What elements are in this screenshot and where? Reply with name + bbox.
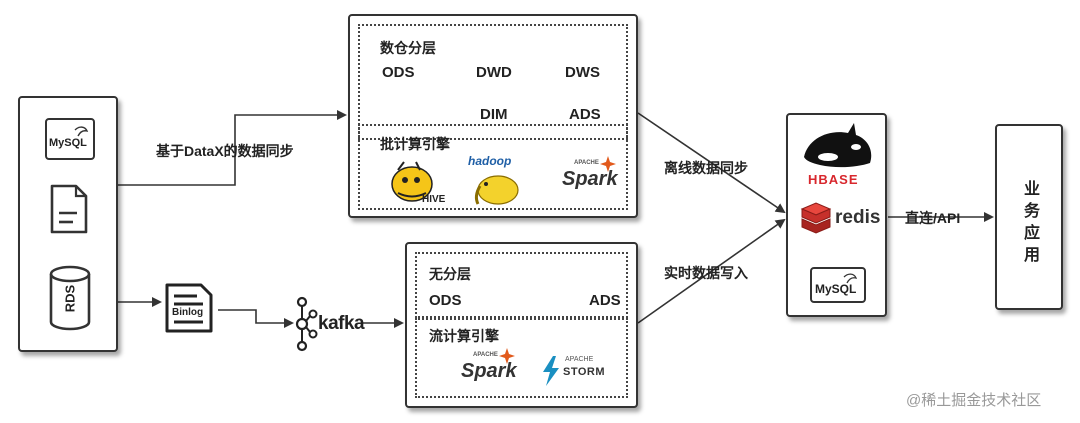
spark-label-stream: Spark — [461, 360, 517, 382]
spark-logo-stream: APACHE Spark — [459, 348, 519, 392]
edge-offline-storage — [637, 112, 786, 214]
mysql-logo-text: MySQL — [49, 137, 87, 149]
spark-logo-batch: APACHE Spark — [560, 156, 620, 200]
spark-apache-label-stream: APACHE — [473, 352, 498, 358]
storage-box: HBASE redis MySQL — [786, 113, 887, 317]
kafka-label: kafka — [318, 313, 365, 334]
spark-star-icon — [499, 348, 515, 364]
offline-layer-title: 数仓分层 — [380, 40, 436, 56]
offline-engine-panel: 批计算引擎 HIVE hadoop APACHE Spark — [358, 124, 628, 210]
hadoop-logo: hadoop — [466, 154, 526, 208]
hadoop-elephant-icon — [474, 175, 519, 205]
storm-logo: APACHE STORM — [541, 352, 621, 392]
app-box: 业务应用 — [995, 124, 1063, 310]
edge-binlog-kafka — [218, 309, 294, 328]
rds-label: RDS — [62, 284, 78, 313]
mysql-logo: MySQL — [45, 118, 95, 160]
realtime-layer-title: 无分层 — [429, 266, 471, 282]
storm-lightning-icon — [543, 356, 559, 386]
file-icon — [49, 183, 89, 235]
rt-node-ods: ODS — [429, 292, 462, 309]
kafka-logo: kafka — [294, 294, 365, 354]
rds-database-icon: RDS — [48, 265, 92, 331]
watermark: @稀土掘金技术社区 — [906, 392, 1042, 409]
binlog-label: Binlog — [172, 307, 204, 318]
offline-layer-panel: 数仓分层 ODS DWD DWS DIM ADS — [358, 24, 628, 140]
edge-label-direct-api: 直连/API — [905, 210, 961, 226]
orca-icon — [804, 123, 872, 168]
mysql-storage-text: MySQL — [815, 282, 857, 296]
edge-label-realtime-write: 实时数据写入 — [664, 265, 748, 281]
hive-bee-icon — [391, 161, 433, 202]
node-dws: DWS — [565, 64, 600, 81]
app-label: 业务应用 — [1021, 180, 1038, 268]
edge-datax — [118, 110, 347, 186]
hadoop-label: hadoop — [468, 154, 512, 168]
storm-apache-label: APACHE — [565, 356, 594, 363]
realtime-box: 无分层 ODS ADS 流计算引擎 APACHE Spark APACHE ST… — [405, 242, 638, 408]
kafka-icon — [295, 296, 318, 352]
node-dim: DIM — [480, 106, 508, 123]
dolphin-icon — [74, 126, 89, 137]
redis-logo: redis — [800, 201, 880, 241]
redis-cube-icon — [800, 202, 832, 234]
hive-label: HIVE — [422, 194, 446, 205]
hive-logo: HIVE — [386, 160, 446, 208]
node-ads: ADS — [569, 106, 601, 123]
hbase-label: HBASE — [808, 172, 859, 187]
hbase-logo: HBASE — [798, 123, 878, 189]
source-box: MySQL RDS — [18, 96, 118, 352]
storm-label: STORM — [563, 366, 606, 378]
edge-realtime-storage — [637, 218, 786, 324]
dolphin-icon — [843, 273, 858, 284]
spark-apache-label-batch: APACHE — [574, 160, 599, 166]
node-dwd: DWD — [476, 64, 512, 81]
node-ods: ODS — [382, 64, 415, 81]
mysql-logo-storage: MySQL — [810, 267, 866, 303]
binlog-icon: Binlog — [163, 282, 215, 334]
offline-box: 数仓分层 ODS DWD DWS DIM ADS 批计算引擎 HIVE hado… — [348, 14, 638, 218]
edge-label-datax: 基于DataX的数据同步 — [156, 143, 294, 159]
spark-star-icon — [600, 156, 616, 172]
edge-label-offline-sync: 离线数据同步 — [664, 160, 748, 176]
realtime-layer-panel: 无分层 ODS ADS — [415, 252, 628, 318]
realtime-engine-title: 流计算引擎 — [429, 328, 499, 344]
offline-engine-title: 批计算引擎 — [380, 136, 450, 152]
redis-label: redis — [835, 207, 881, 228]
spark-label-batch: Spark — [562, 168, 618, 190]
rt-node-ads: ADS — [589, 292, 621, 309]
realtime-engine-panel: 流计算引擎 APACHE Spark APACHE STORM — [415, 318, 628, 398]
